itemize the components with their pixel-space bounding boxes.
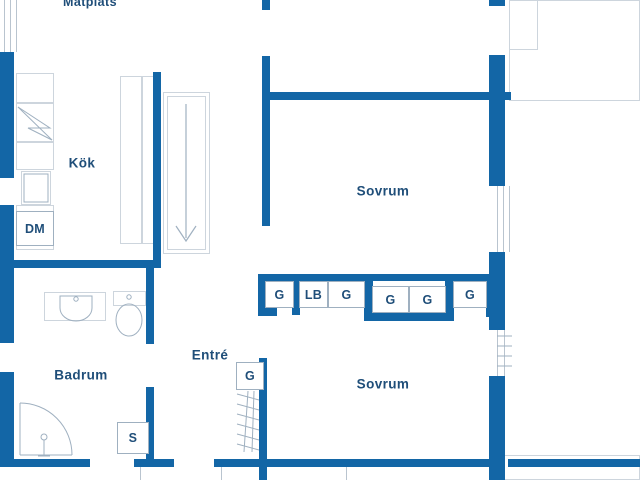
wall-center-upper	[262, 56, 270, 226]
wall-center-stub-top	[262, 0, 270, 10]
room-label-kok: Kök	[68, 155, 96, 171]
wall-kitchen-bottom	[0, 260, 161, 268]
wall-closet-divider-2	[364, 281, 373, 321]
room-label-matplats: Matplats	[63, 0, 117, 9]
wall-bottom-stub-b	[489, 467, 505, 480]
kitchen-counter	[16, 142, 54, 170]
stair-shaft-inner	[167, 96, 206, 250]
window-top-left-inner	[10, 0, 11, 52]
wall-bathroom-right-lower	[146, 387, 154, 467]
room-label-entre: Entré	[191, 347, 229, 363]
bathroom-vanity	[44, 292, 106, 321]
entre-stair-treads-icon	[236, 390, 260, 453]
tall-cabinet-left	[120, 76, 142, 244]
bottom-divider-a	[140, 463, 141, 480]
bottom-divider-c	[346, 463, 347, 480]
balcony-rail-3	[509, 186, 510, 252]
kitchen-upper-cabinet	[16, 73, 54, 103]
bottom-divider-b	[221, 463, 222, 480]
window-top-left-outer	[16, 0, 17, 52]
fixture-dishwasher: DM	[16, 211, 54, 246]
closet-3: G	[328, 281, 365, 308]
wall-bottom-outer-left	[508, 459, 640, 467]
wall-closet-row-top	[258, 274, 490, 281]
closet-2-lb: LB	[299, 281, 328, 308]
window-right-lower	[497, 330, 498, 376]
wall-closet-block-bottom	[364, 313, 454, 321]
balcony-area	[509, 0, 640, 101]
fixture-shower: S	[117, 422, 149, 454]
wall-closet-row-end	[258, 274, 266, 316]
room-label-sovrum-2: Sovrum	[356, 376, 410, 392]
wall-bedroom-lower-right	[486, 281, 494, 317]
wall-right-lower	[489, 376, 505, 467]
wall-right-stub-top	[489, 0, 505, 6]
wall-kitchen-divider	[153, 72, 161, 267]
wall-bathroom-bottom	[0, 459, 90, 467]
wall-left-upper	[0, 52, 14, 178]
closet-6: G	[453, 281, 487, 308]
toilet-cistern	[113, 291, 146, 306]
closet-1: G	[265, 281, 294, 308]
balcony-rail	[497, 186, 498, 252]
wall-balcony-connector	[505, 92, 511, 100]
wall-closet-divider-3	[445, 281, 454, 321]
stair-shaft-outer	[163, 92, 210, 254]
closet-5: G	[409, 286, 446, 313]
wall-left-bottom	[0, 372, 14, 467]
closet-entre: G	[236, 362, 264, 390]
wall-closet-row-bottom	[258, 308, 277, 316]
window-top-left	[4, 0, 5, 52]
wall-bedroom-top	[262, 92, 498, 100]
wall-entre-bottom	[214, 459, 504, 467]
wall-left-lower	[0, 284, 14, 343]
wall-bathroom-bottom-2	[134, 459, 174, 467]
room-label-badrum: Badrum	[54, 367, 108, 383]
kitchen-sink	[21, 171, 51, 205]
closet-4: G	[372, 286, 409, 313]
wall-closet-divider-1	[292, 274, 300, 315]
door-swing-arc-icon	[19, 402, 73, 457]
balcony-rail-2	[503, 186, 504, 252]
wall-entre-right	[259, 358, 267, 459]
wall-bathroom-right-upper	[146, 268, 154, 344]
wall-left-mid	[0, 205, 14, 284]
wall-right-main	[489, 55, 505, 186]
window-right-lower-2	[504, 330, 505, 376]
wall-bottom-stub-a	[259, 467, 267, 480]
kitchen-stove	[16, 103, 54, 142]
room-label-sovrum-1: Sovrum	[356, 183, 410, 199]
